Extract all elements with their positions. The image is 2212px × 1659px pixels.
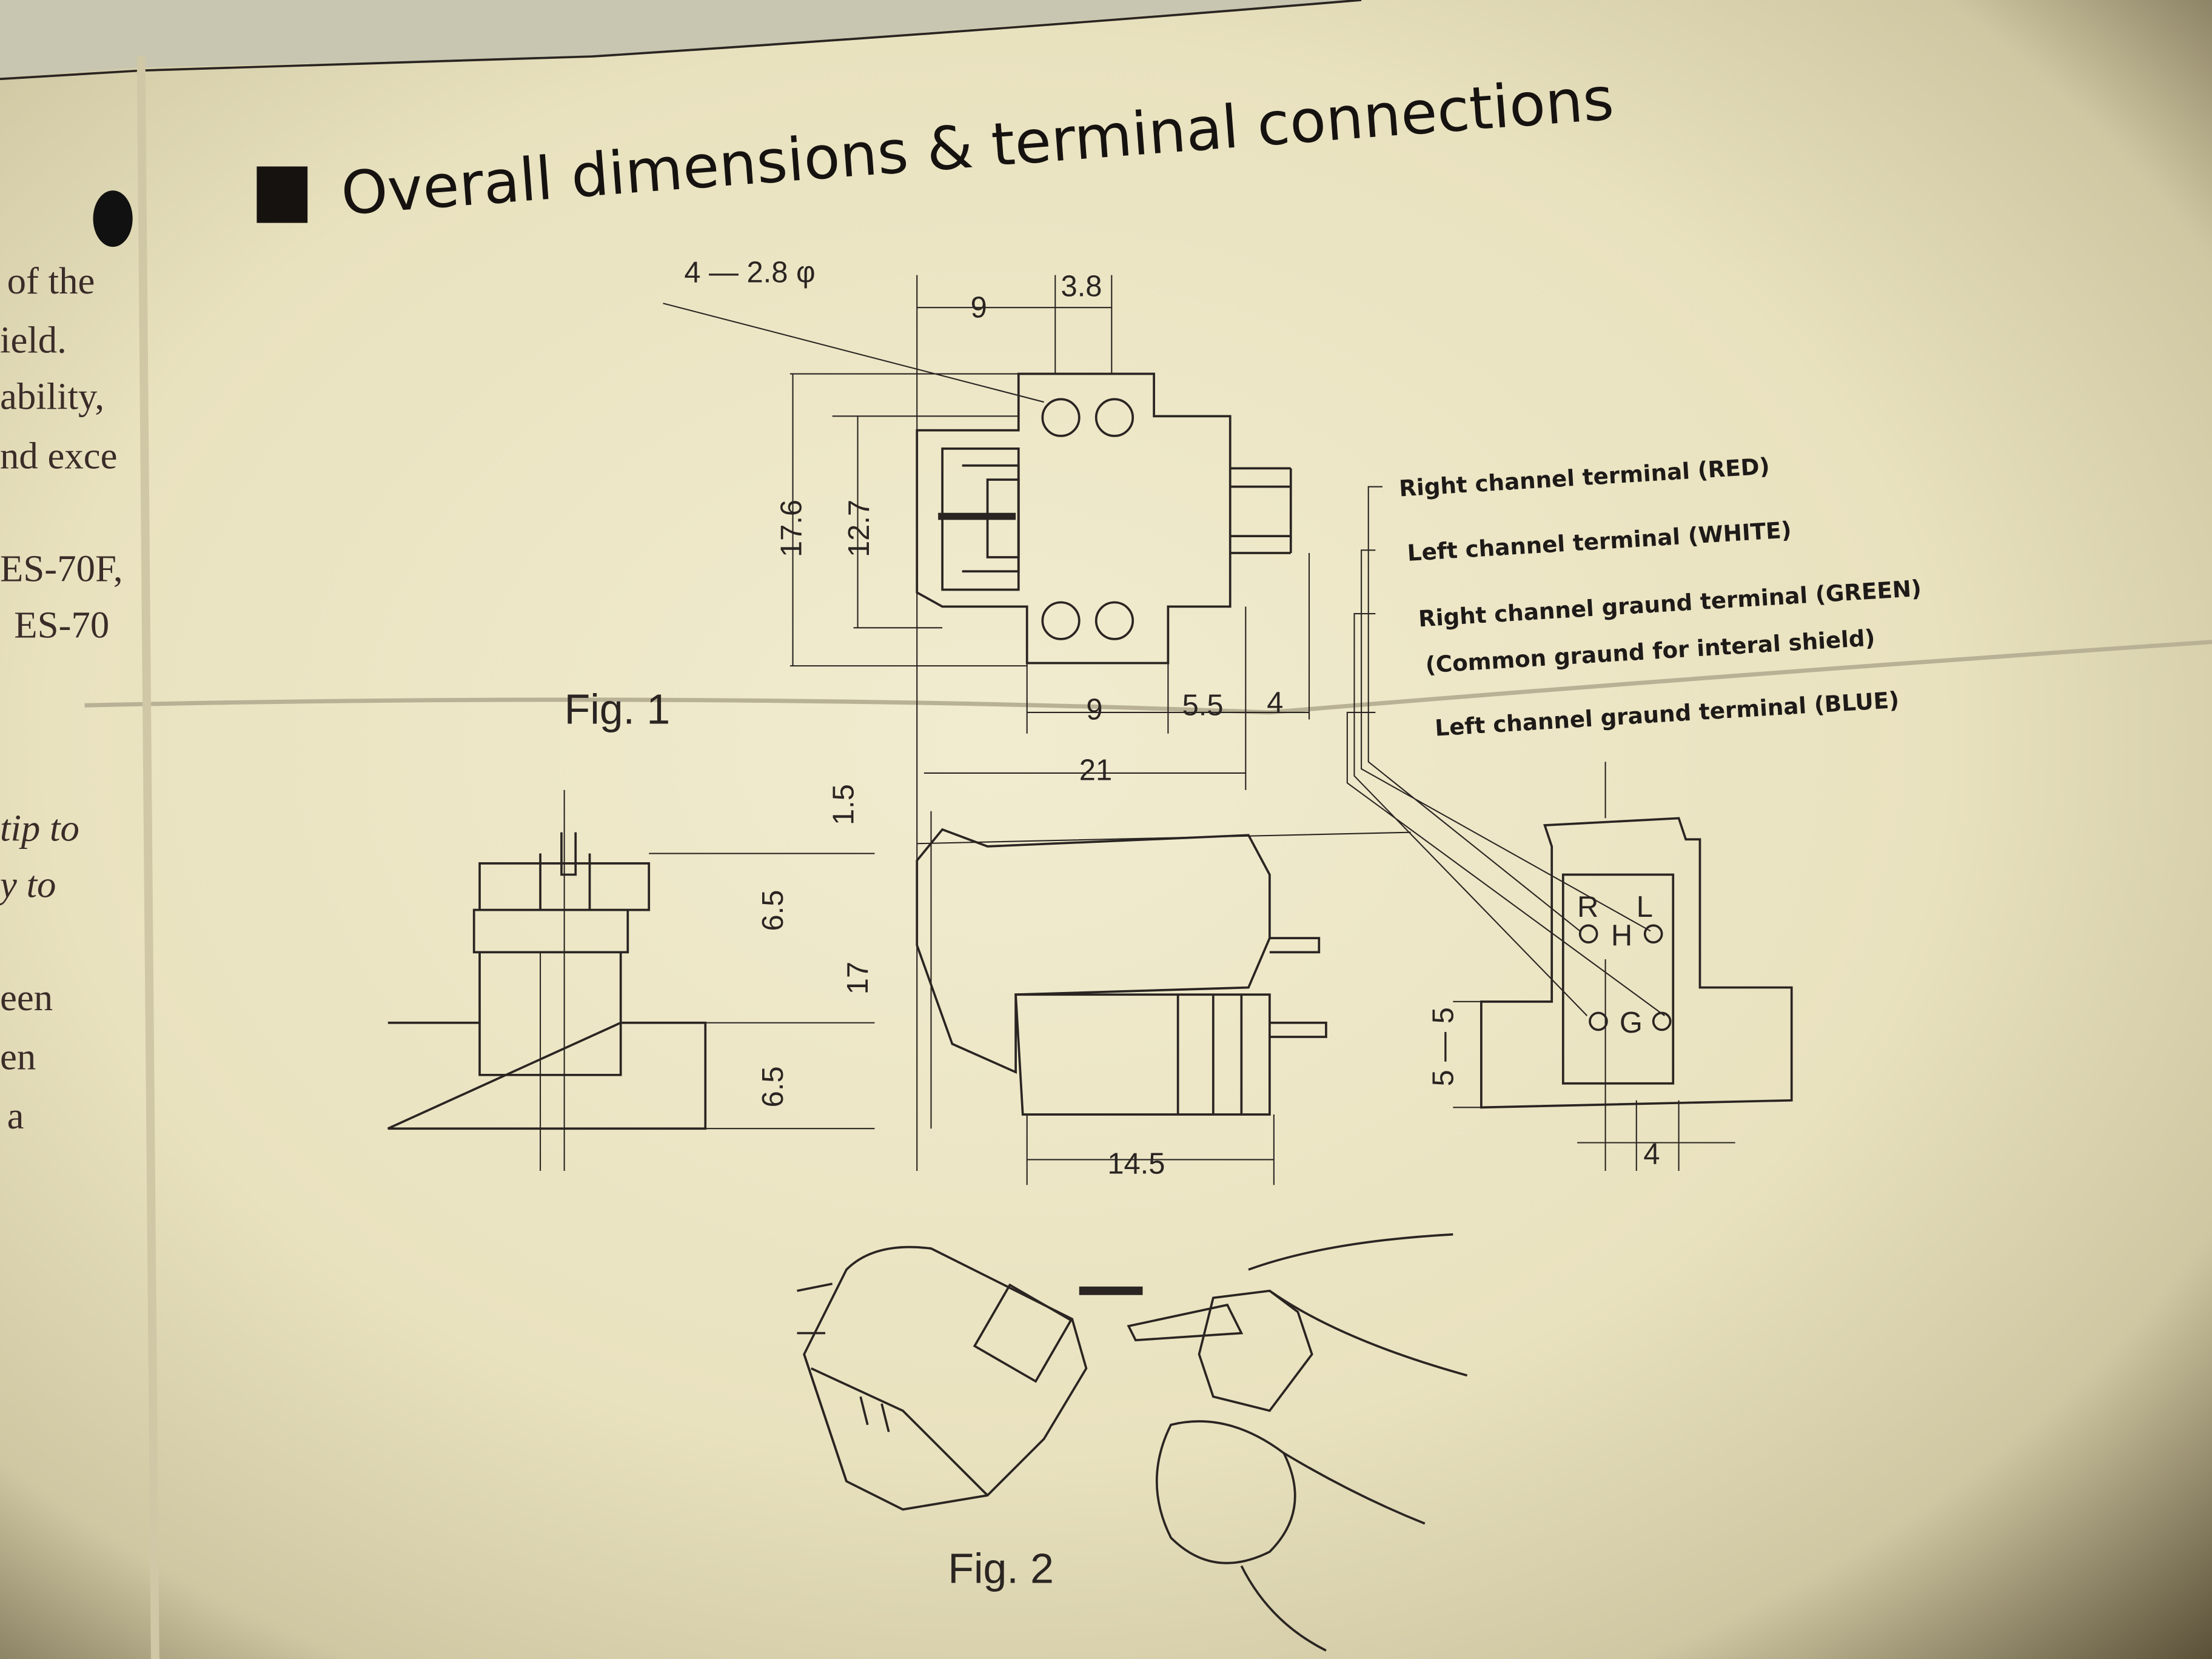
left-text-line: a [7, 1094, 24, 1137]
pin-r-label: R [1577, 891, 1598, 923]
dim-length-21: 21 [1079, 754, 1112, 787]
paper-hole [93, 190, 133, 247]
terminal-leader-lines [1346, 486, 1665, 1016]
dim-rear-4: 4 [1643, 1138, 1660, 1170]
fold-crease [84, 640, 2212, 715]
fig1-front-view [387, 789, 875, 1171]
fig1-label: Fig. 1 [565, 686, 671, 733]
fold-crease-vertical [136, 56, 159, 1659]
dim-height-12-7: 12.7 [843, 500, 876, 557]
title-bullet-icon [256, 166, 308, 223]
left-text-line: tip to [0, 807, 79, 850]
dim-6-5-bottom: 6.5 [757, 1066, 789, 1107]
dim-length-14-5: 14.5 [1107, 1148, 1165, 1181]
fig2-cartridge-stylus-illustration [797, 1233, 1468, 1652]
left-text-line: ES-70F, [0, 548, 123, 590]
left-text-line: ability, [0, 375, 104, 418]
pin-l-label: L [1637, 891, 1653, 923]
left-text-line: een [0, 976, 53, 1019]
dim-top-9: 9 [971, 291, 987, 324]
dim-rear-5-5: 5 — 5 [1427, 1007, 1460, 1086]
terminal-label-red: Right channel terminal (RED) [1398, 452, 1771, 501]
dim-6-5-top: 6.5 [757, 890, 789, 931]
left-text-line: y to [0, 863, 56, 906]
left-text-line: ield. [0, 319, 67, 361]
pin-h-label: H [1611, 919, 1632, 952]
dim-height-17: 17 [842, 962, 874, 994]
fig1-side-view [916, 811, 1411, 1185]
section-title: Overall dimensions & terminal connection… [339, 64, 1617, 229]
dim-bottom-4: 4 [1267, 686, 1283, 719]
left-text-line: of the [7, 260, 95, 302]
terminal-label-white: Left channel terminal (WHITE) [1407, 516, 1792, 566]
background-top [0, 0, 2212, 78]
fig2-label: Fig. 2 [948, 1544, 1054, 1592]
fig1-rear-view [1453, 762, 1793, 1171]
pin-g-label: G [1620, 1007, 1643, 1039]
dim-height-17-6: 17.6 [775, 500, 808, 557]
left-text-line: ES-70 [14, 604, 109, 646]
terminal-legend: Right channel terminal (RED) Left channe… [1398, 452, 1922, 741]
fig1-top-view [663, 275, 1310, 1171]
dim-hole-diameter: 4 — 2.8 φ [684, 256, 815, 289]
terminal-label-green: Right channel graund terminal (GREEN) [1418, 575, 1922, 632]
dim-1-5: 1.5 [828, 784, 860, 825]
left-text-line: nd exce [0, 434, 118, 477]
dim-bottom-5-5: 5.5 [1182, 689, 1224, 722]
left-text-line: en [0, 1036, 36, 1078]
page-top-edge [0, 0, 1362, 81]
dim-top-3-8: 3.8 [1061, 270, 1102, 303]
left-column-text: of the ield. ability, nd exce ES-70F, ES… [0, 260, 123, 1137]
dim-bottom-9: 9 [1086, 694, 1102, 726]
